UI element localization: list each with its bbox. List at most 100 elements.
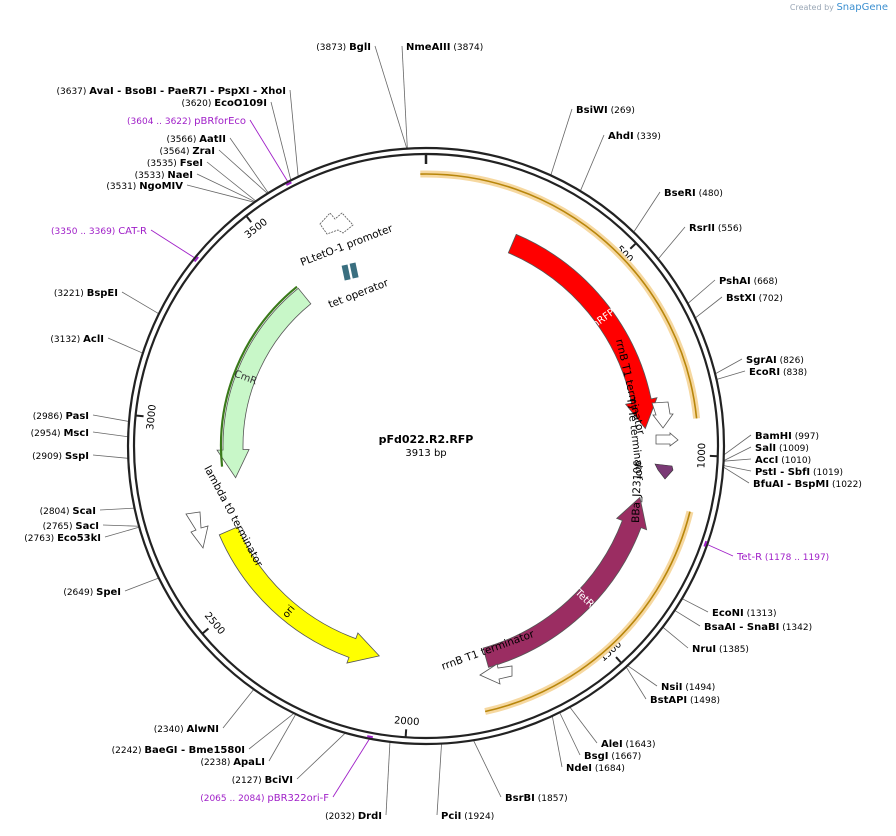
enzyme-position: (2649) <box>63 588 93 598</box>
rrnb-t1-terminator-arrow-b[interactable] <box>479 663 513 685</box>
enzyme-label[interactable]: (2954) MscI <box>31 428 89 439</box>
enzyme-label[interactable]: (2909) SspI <box>32 451 89 462</box>
enzyme-label[interactable]: (3564) ZraI <box>160 146 215 157</box>
enzyme-leader-line <box>551 715 563 768</box>
enzyme-position: (2127) <box>232 776 262 786</box>
enzyme-label[interactable]: (2242) BaeGI - Bme1580I <box>112 745 245 756</box>
primer-name: pBR322ori-F <box>267 793 329 804</box>
enzyme-name: BstXI <box>726 293 756 304</box>
lambda-t0-terminator-arrow[interactable] <box>185 511 209 549</box>
tet-highlight-arc-top <box>420 170 701 419</box>
primer-position: (3350 .. 3369) <box>51 227 115 237</box>
enzyme-label[interactable]: (2127) BciVI <box>232 775 293 786</box>
enzyme-label[interactable]: PshAI (668) <box>719 276 778 287</box>
enzyme-label[interactable]: (2649) SpeI <box>63 587 121 598</box>
primer-label[interactable]: (3350 .. 3369) CAT-R <box>51 226 147 237</box>
enzyme-label[interactable]: RsrII (556) <box>689 223 742 234</box>
enzyme-leader-line <box>694 296 723 319</box>
enzyme-position: (3566) <box>166 135 196 145</box>
primer-label[interactable]: Tet-R (1178 .. 1197) <box>736 552 829 563</box>
scale-tick <box>404 729 408 738</box>
bba-j23106-promoter[interactable] <box>654 463 674 480</box>
pltet-promoter-arrow[interactable] <box>319 212 354 235</box>
enzyme-label[interactable]: (2340) AlwNI <box>154 724 219 735</box>
enzyme-label[interactable]: BseRI (480) <box>664 188 723 199</box>
enzyme-leader-line <box>107 337 143 354</box>
rrnb-t1-terminator-arrow-a[interactable] <box>651 401 674 429</box>
enzyme-label[interactable]: NruI (1385) <box>692 644 749 655</box>
enzyme-label[interactable]: (2765) SacI <box>43 521 99 532</box>
enzyme-position: (1494) <box>685 683 715 693</box>
enzyme-position: (1684) <box>595 764 625 774</box>
cmr-outer-edge <box>219 285 298 467</box>
enzyme-label[interactable]: AccI (1010) <box>755 455 811 466</box>
enzyme-leader-line <box>436 743 442 816</box>
enzyme-name: PstI - SbfI <box>755 467 810 478</box>
enzyme-leader-line <box>627 665 658 687</box>
primer-position: (2065 .. 2084) <box>200 794 264 804</box>
enzyme-position: (2238) <box>200 758 230 768</box>
enzyme-label[interactable]: PstI - SbfI (1019) <box>755 467 843 478</box>
enzyme-label[interactable]: NsiI (1494) <box>661 682 715 693</box>
enzyme-label[interactable]: BsgI (1667) <box>584 751 641 762</box>
enzyme-label[interactable]: (3637) AvaI - BsoBI - PaeR7I - PspXI - X… <box>56 86 286 97</box>
enzyme-label[interactable]: EcoNI (1313) <box>712 608 777 619</box>
feature-mrfp1-arrow[interactable] <box>507 233 658 430</box>
feature-ori-arrow[interactable] <box>218 526 381 664</box>
enzyme-name: BsaAI - SnaBI <box>704 622 779 633</box>
enzyme-label[interactable]: BamHI (997) <box>755 431 819 442</box>
enzyme-name: BstAPI <box>650 695 687 706</box>
enzyme-name: EcoRI <box>749 367 780 378</box>
enzyme-label[interactable]: BstAPI (1498) <box>650 695 720 706</box>
primer-label[interactable]: (3604 .. 3622) pBRforEco <box>127 116 246 127</box>
primer-label[interactable]: (2065 .. 2084) pBR322ori-F <box>200 793 329 804</box>
enzyme-label[interactable]: BfuAI - BspMI (1022) <box>753 479 862 490</box>
enzyme-leader-line <box>248 712 295 750</box>
enzyme-position: (1643) <box>626 740 656 750</box>
enzyme-label[interactable]: NdeI (1684) <box>566 763 625 774</box>
enzyme-label[interactable]: BstXI (702) <box>726 293 783 304</box>
tet-operator-box[interactable] <box>341 262 359 281</box>
enzyme-label[interactable]: (2804) ScaI <box>40 506 96 517</box>
enzyme-name: NgoMIV <box>139 181 183 192</box>
enzyme-label[interactable]: EcoRI (838) <box>749 367 807 378</box>
enzyme-label[interactable]: (3132) AclI <box>50 334 104 345</box>
enzyme-label[interactable]: (3873) BglI <box>316 42 371 53</box>
enzyme-label[interactable]: (3535) FseI <box>147 158 203 169</box>
enzyme-label[interactable]: SalI (1009) <box>755 443 809 454</box>
enzyme-label[interactable]: (2986) PasI <box>33 411 89 422</box>
enzyme-label[interactable]: BsrBI (1857) <box>505 793 568 804</box>
primer-leader-line <box>332 738 371 798</box>
enzyme-label[interactable]: AhdI (339) <box>608 131 661 142</box>
enzyme-position: (1313) <box>747 609 777 619</box>
enzyme-label[interactable]: (3620) EcoO109I <box>181 98 267 109</box>
enzyme-leader-line <box>657 226 686 260</box>
enzyme-position: (2032) <box>325 812 355 822</box>
enzyme-label[interactable]: (3221) BspEI <box>54 288 118 299</box>
enzyme-position: (3221) <box>54 289 84 299</box>
enzyme-label[interactable]: BsaAI - SnaBI (1342) <box>704 622 812 633</box>
feature-tetr-arrow[interactable] <box>482 496 648 668</box>
enzyme-label[interactable]: AleI (1643) <box>601 739 655 750</box>
enzyme-label[interactable]: (2032) DrdI <box>325 811 382 822</box>
feature-cmr-arrow[interactable] <box>216 287 312 479</box>
enzyme-position: (2763) <box>24 534 54 544</box>
primer-name: pBRforEco <box>194 116 246 127</box>
enzyme-position: (1667) <box>611 752 641 762</box>
enzyme-label[interactable]: (3566) AatII <box>166 134 226 145</box>
enzyme-label[interactable]: (2238) ApaLI <box>200 757 265 768</box>
enzyme-label[interactable]: PciI (1924) <box>441 811 494 822</box>
primer-leader-line <box>707 544 734 557</box>
plasmid-name: pFd022.R2.RFP <box>379 433 474 446</box>
enzyme-label[interactable]: BsiWI (269) <box>576 105 635 116</box>
enzyme-position: (2340) <box>154 725 184 735</box>
primer-position: (1178 .. 1197) <box>765 553 829 563</box>
primer-leader-line <box>150 229 196 259</box>
enzyme-label[interactable]: (3531) NgoMIV <box>106 181 183 192</box>
enzyme-leader-line <box>674 609 701 627</box>
enzyme-label[interactable]: (2763) Eco53kI <box>24 533 101 544</box>
enzyme-label[interactable]: NmeAIII (3874) <box>406 42 483 53</box>
enzyme-label[interactable]: SgrAI (826) <box>746 355 804 366</box>
enzyme-label[interactable]: (3533) NaeI <box>135 170 193 181</box>
t7te-terminator-arrow[interactable] <box>655 432 679 447</box>
